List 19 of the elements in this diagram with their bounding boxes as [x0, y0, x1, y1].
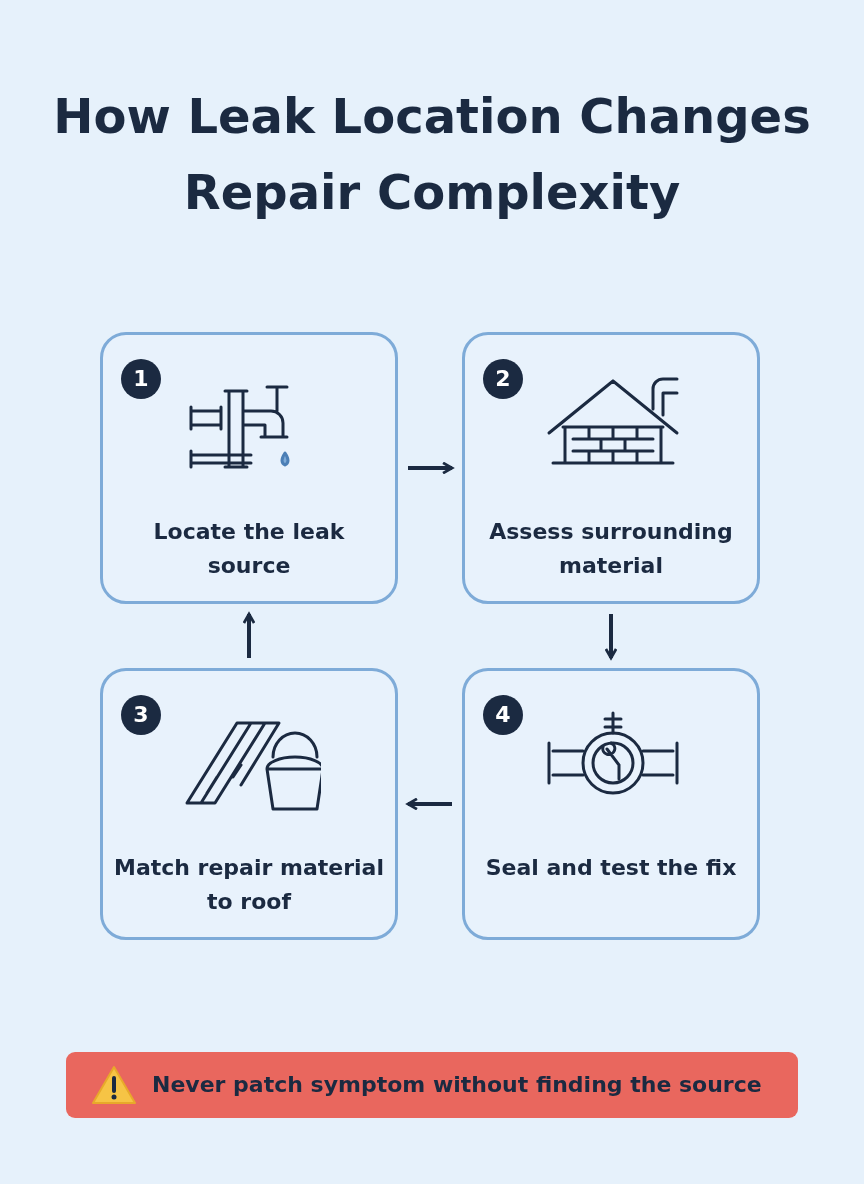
- step-label: Seal and test the fix: [484, 854, 738, 882]
- arrow: [408, 461, 454, 475]
- title: How Leak Location Changes Repair Complexity: [52, 87, 812, 222]
- step-label: Locate the leak source: [152, 518, 346, 580]
- step-number: 3: [121, 695, 161, 735]
- arrow: [604, 614, 618, 660]
- warning-text: Never patch symptom without finding the source: [152, 1071, 762, 1099]
- step-number: 2: [483, 359, 523, 399]
- step-number: 1: [121, 359, 161, 399]
- step-card: [462, 668, 760, 940]
- step-number: 4: [483, 695, 523, 735]
- arrow: [406, 797, 452, 811]
- arrow: [242, 612, 256, 658]
- step-card: [462, 332, 760, 604]
- step-label: Match repair material to roof: [113, 854, 385, 916]
- step-card: [100, 668, 398, 940]
- step-card: [100, 332, 398, 604]
- step-label: Assess surrounding material: [488, 518, 734, 580]
- warning-banner: [66, 1052, 798, 1118]
